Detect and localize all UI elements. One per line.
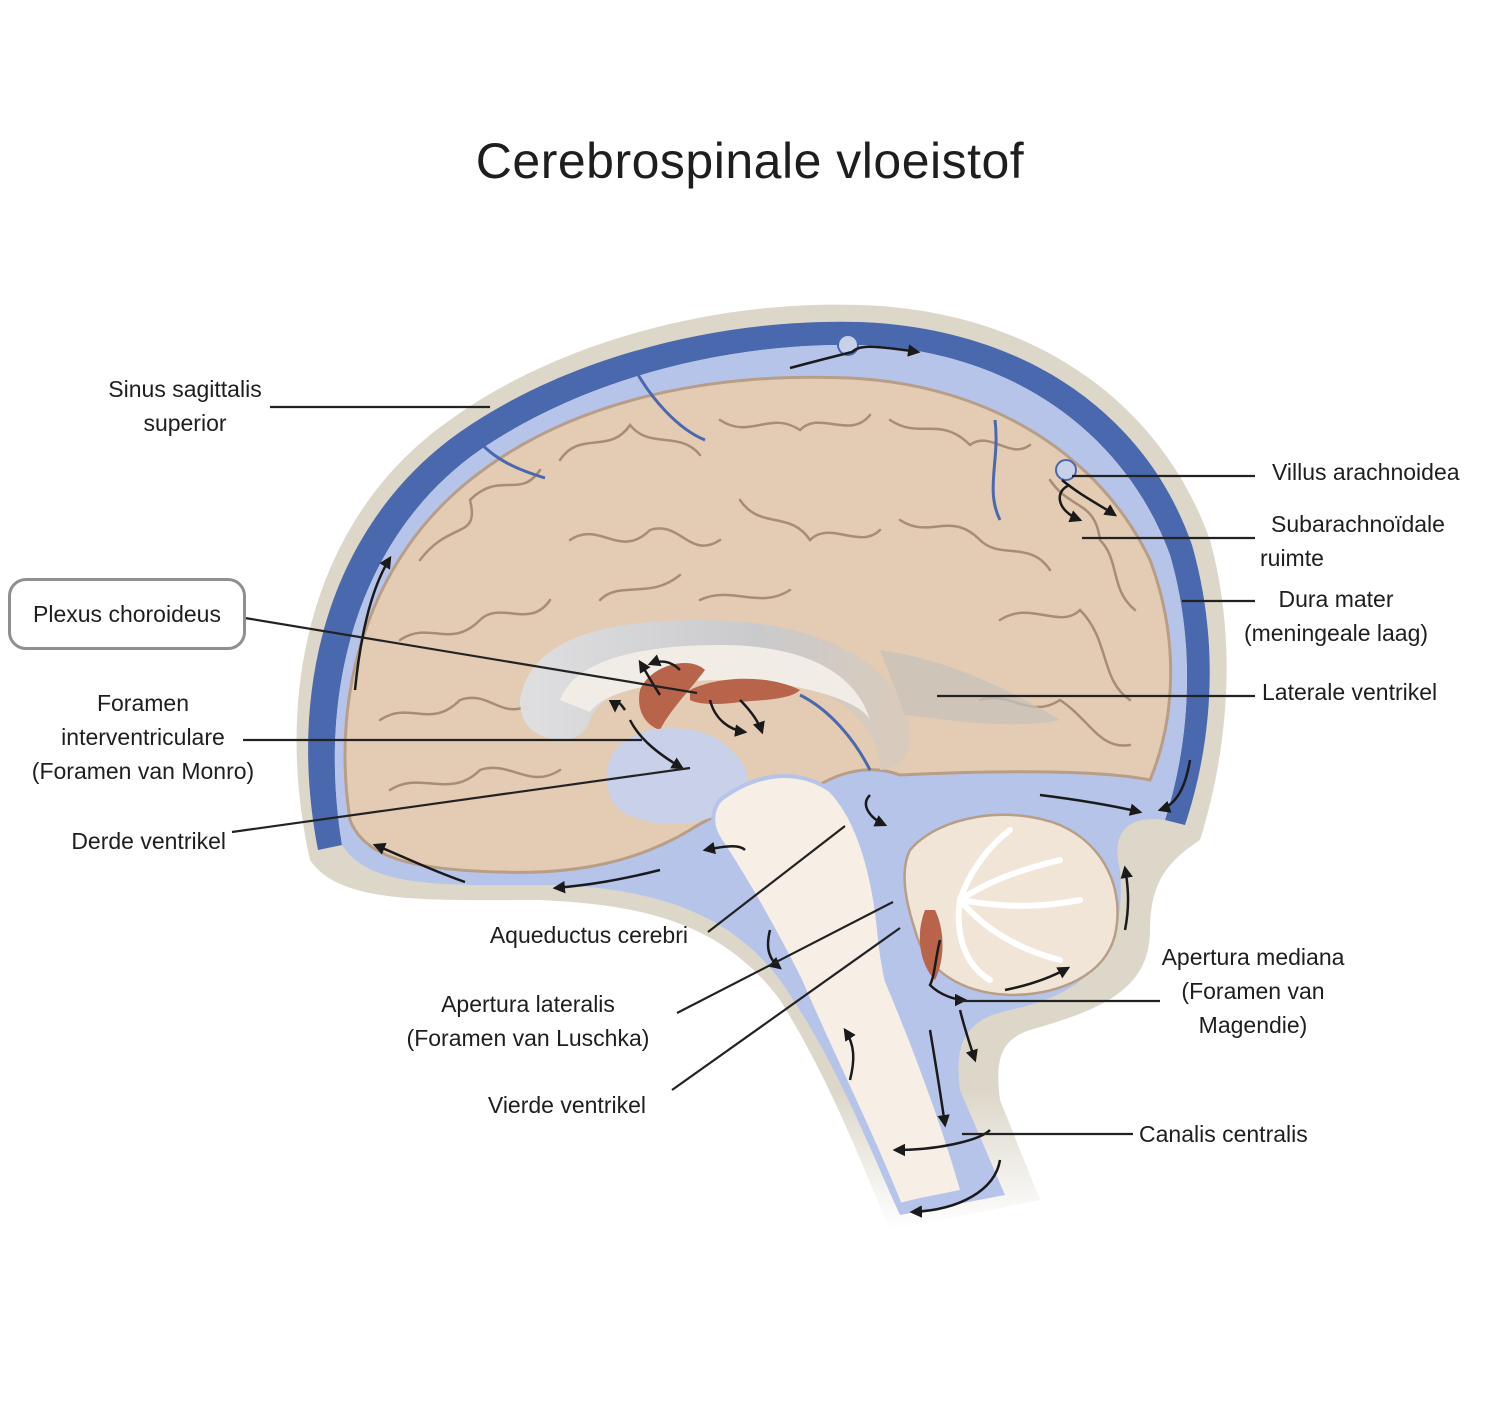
third-ventricle bbox=[606, 728, 749, 824]
arachnoid-villus-2 bbox=[1055, 459, 1077, 481]
bridging-veins bbox=[468, 359, 1002, 521]
label-dura-mater-line1: Dura mater bbox=[1278, 586, 1394, 612]
label-sinus-sagittalis-line2: superior bbox=[143, 410, 227, 436]
label-apertura-lateralis-line1: Apertura lateralis bbox=[441, 991, 615, 1017]
spinal-cord bbox=[830, 970, 960, 1200]
label-aqueductus-cerebri: Aqueductus cerebri bbox=[489, 922, 688, 948]
label-dura-mater: Dura mater (meningeale laag) bbox=[1228, 582, 1444, 650]
label-subarachnoidale-ruimte: Subarachnoïdale ruimte bbox=[1260, 507, 1456, 575]
label-foramen-line3: (Foramen van Monro) bbox=[31, 758, 255, 784]
leader-apertura-lateralis bbox=[676, 901, 894, 1014]
label-foramen-line2: interventriculare bbox=[61, 724, 225, 750]
label-dura-mater-line2: (meningeale laag) bbox=[1243, 620, 1429, 646]
diagram-title: Cerebrospinale vloeistof bbox=[475, 133, 1025, 189]
label-apertura-lateralis-line2: (Foramen van Luschka) bbox=[406, 1025, 650, 1051]
label-apertura-mediana-line3: Magendie) bbox=[1198, 1012, 1308, 1038]
label-sinus-sagittalis: Sinus sagittalis superior bbox=[92, 372, 278, 440]
choroid-plexus bbox=[639, 662, 800, 730]
label-subarachnoidale-line2: ruimte bbox=[1260, 545, 1324, 571]
label-apertura-lateralis: Apertura lateralis (Foramen van Luschka) bbox=[390, 987, 666, 1055]
label-foramen-line1: Foramen bbox=[96, 690, 190, 716]
leader-derde-ventrikel bbox=[231, 766, 691, 834]
label-derde-ventrikel: Derde ventrikel bbox=[71, 828, 226, 854]
leader-lines bbox=[231, 405, 1255, 1136]
label-villus-arachnoidea: Villus arachnoidea bbox=[1272, 459, 1460, 485]
csf-flow-arrows bbox=[353, 344, 1192, 1218]
label-apertura-mediana-line1: Apertura mediana bbox=[1161, 944, 1345, 970]
label-subarachnoidale-line1: Subarachnoïdale bbox=[1271, 511, 1445, 537]
corpus-callosum bbox=[560, 645, 870, 720]
arbor-vitae bbox=[955, 827, 1083, 983]
label-apertura-mediana-line2: (Foramen van bbox=[1181, 978, 1325, 1004]
label-laterale-ventrikel: Laterale ventrikel bbox=[1262, 679, 1438, 705]
label-canalis-centralis: Canalis centralis bbox=[1139, 1121, 1308, 1147]
label-vierde-ventrikel: Vierde ventrikel bbox=[487, 1092, 646, 1118]
leader-aqueductus-cerebri bbox=[707, 825, 846, 933]
leader-vierde-ventrikel bbox=[671, 927, 901, 1091]
label-foramen-interventriculare: Foramen interventriculare (Foramen van M… bbox=[12, 686, 274, 788]
label-apertura-mediana: Apertura mediana (Foramen van Magendie) bbox=[1144, 940, 1362, 1042]
sulci bbox=[378, 413, 1137, 792]
label-plexus-choroideus: Plexus choroideus bbox=[8, 578, 246, 650]
label-sinus-sagittalis-line1: Sinus sagittalis bbox=[108, 376, 262, 402]
leader-plexus-choroideus bbox=[244, 616, 698, 695]
